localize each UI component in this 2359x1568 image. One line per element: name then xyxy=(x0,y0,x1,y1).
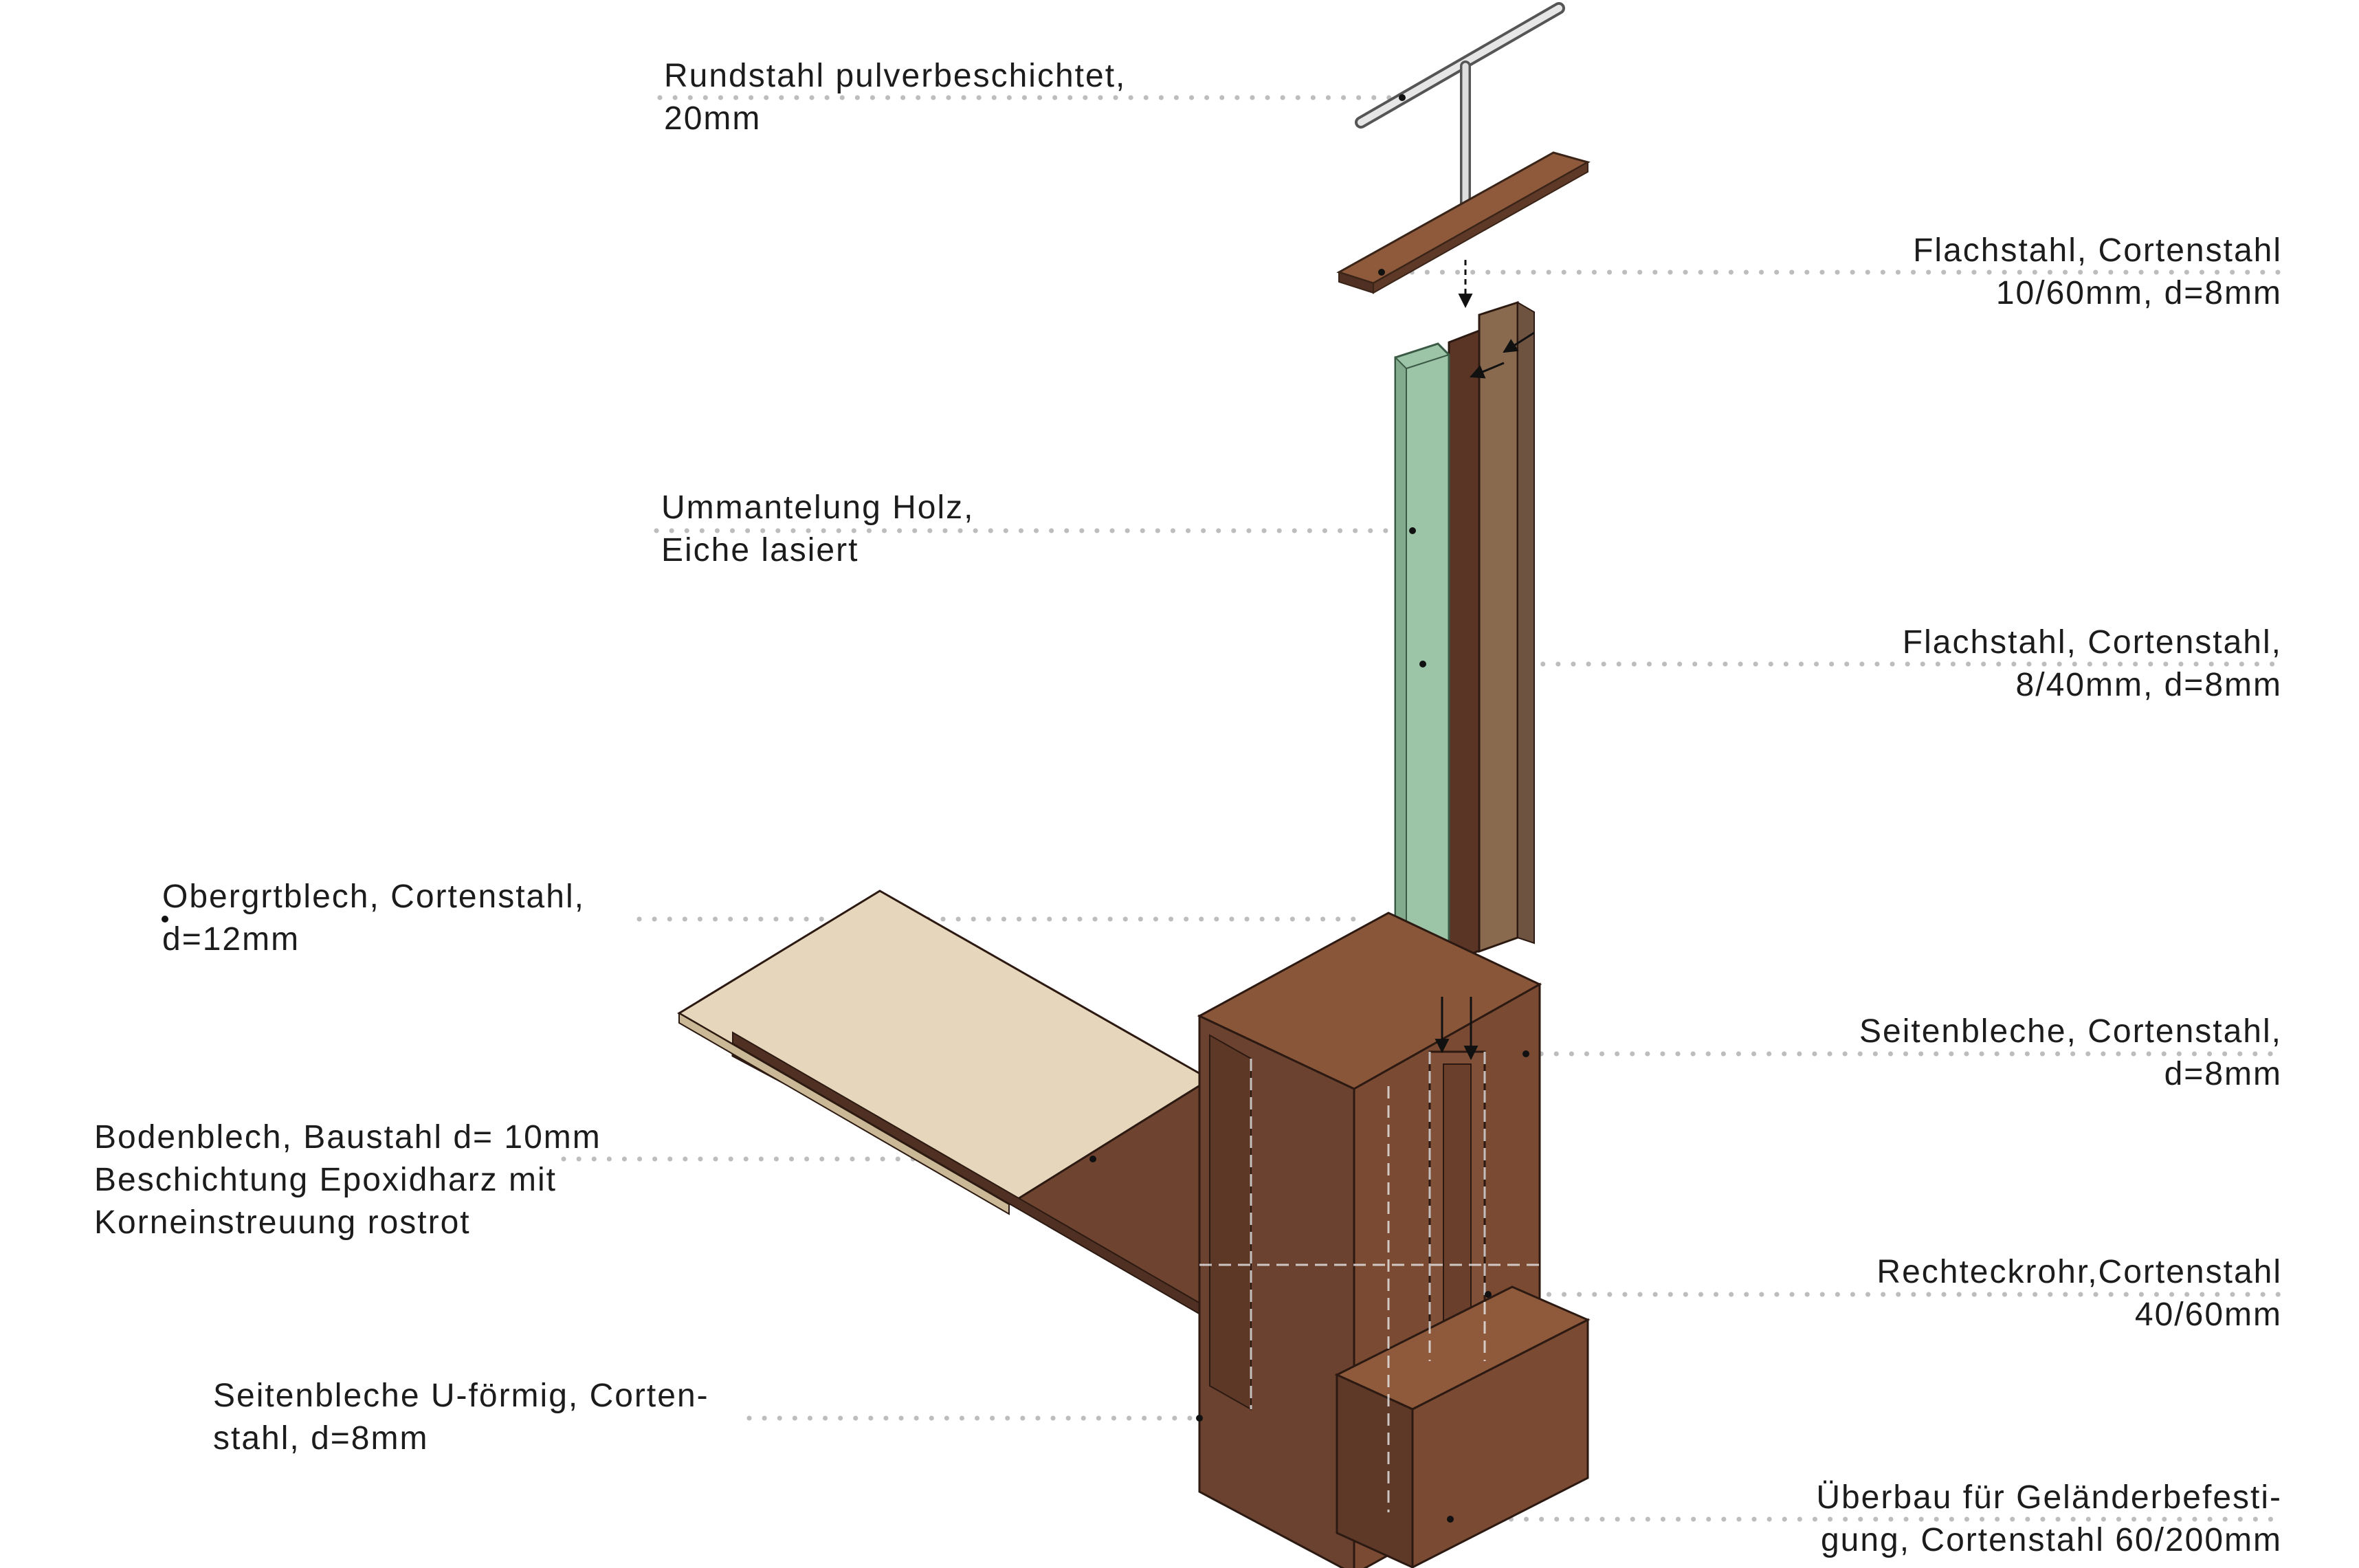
label-seiten-u-line1: Seitenbleche U-förmig, Corten- xyxy=(213,1378,709,1414)
round-steel-handrail xyxy=(1355,2,1565,225)
label-seiten-u-line2: stahl, d=8mm xyxy=(213,1420,429,1457)
label-rechteckrohr-line2: 40/60mm xyxy=(2134,1296,2282,1333)
label-ueberbau-line2: gung, Cortenstahl 60/200mm xyxy=(1820,1522,2282,1558)
hidden-edges xyxy=(1199,1052,1540,1512)
label-flach-mid-line1: Flachstahl, Cortenstahl, xyxy=(1902,624,2282,661)
post-assembly xyxy=(1394,300,1535,1011)
label-rechteckrohr: Rechteckrohr,Cortenstahl 40/60mm xyxy=(1876,1251,2282,1336)
label-seiten-u: Seitenbleche U-förmig, Corten- stahl, d=… xyxy=(213,1375,709,1460)
label-rechteckrohr-line1: Rechteckrohr,Cortenstahl xyxy=(1876,1254,2282,1290)
label-holz-line2: Eiche lasiert xyxy=(661,532,859,568)
bench xyxy=(677,890,1212,1321)
label-obergurt: Obergrtblech, Cortenstahl, d=12mm xyxy=(162,876,585,961)
label-ueberbau: Überbau für Geländerbefesti- gung, Corte… xyxy=(1816,1477,2282,1562)
assembly-arrow-side xyxy=(1503,331,1535,353)
label-flach-mid-line2: 8/40mm, d=8mm xyxy=(2015,667,2282,703)
assembly-arrow-mid xyxy=(1470,362,1505,379)
label-rundstahl-line2: 20mm xyxy=(664,100,762,137)
leader-dots xyxy=(162,94,1529,1523)
label-bodenblech-line2: Beschichtung Epoxidharz mit xyxy=(94,1162,557,1198)
corten-base-box xyxy=(1197,912,1591,1568)
flat-steel-top-plate xyxy=(1336,151,1591,294)
label-rundstahl: Rundstahl pulverbeschichtet, 20mm xyxy=(664,55,1126,140)
label-holz-line1: Ummantelung Holz, xyxy=(661,489,975,526)
label-ueberbau-line1: Überbau für Geländerbefesti- xyxy=(1816,1479,2282,1516)
label-seitenbleche-line2: d=8mm xyxy=(2164,1056,2282,1092)
label-flach-top-line2: 10/60mm, d=8mm xyxy=(1995,275,2282,311)
label-rundstahl-line1: Rundstahl pulverbeschichtet, xyxy=(664,58,1127,94)
label-bodenblech: Bodenblech, Baustahl d= 10mm Beschichtun… xyxy=(94,1116,601,1244)
label-seitenbleche-line1: Seitenbleche, Cortenstahl, xyxy=(1859,1013,2282,1050)
label-flach-top-line1: Flachstahl, Cortenstahl xyxy=(1913,232,2282,269)
label-bodenblech-line1: Bodenblech, Baustahl d= 10mm xyxy=(94,1119,601,1156)
label-seitenbleche: Seitenbleche, Cortenstahl, d=8mm xyxy=(1859,1011,2282,1096)
label-obergurt-line2: d=12mm xyxy=(162,921,300,958)
label-flach-mid: Flachstahl, Cortenstahl, 8/40mm, d=8mm xyxy=(1903,621,2282,707)
label-bodenblech-line3: Korneinstreuung rostrot xyxy=(94,1204,471,1241)
label-flach-top: Flachstahl, Cortenstahl 10/60mm, d=8mm xyxy=(1913,230,2282,315)
label-holz: Ummantelung Holz, Eiche lasiert xyxy=(661,487,975,572)
label-obergurt-line1: Obergrtblech, Cortenstahl, xyxy=(162,879,585,915)
